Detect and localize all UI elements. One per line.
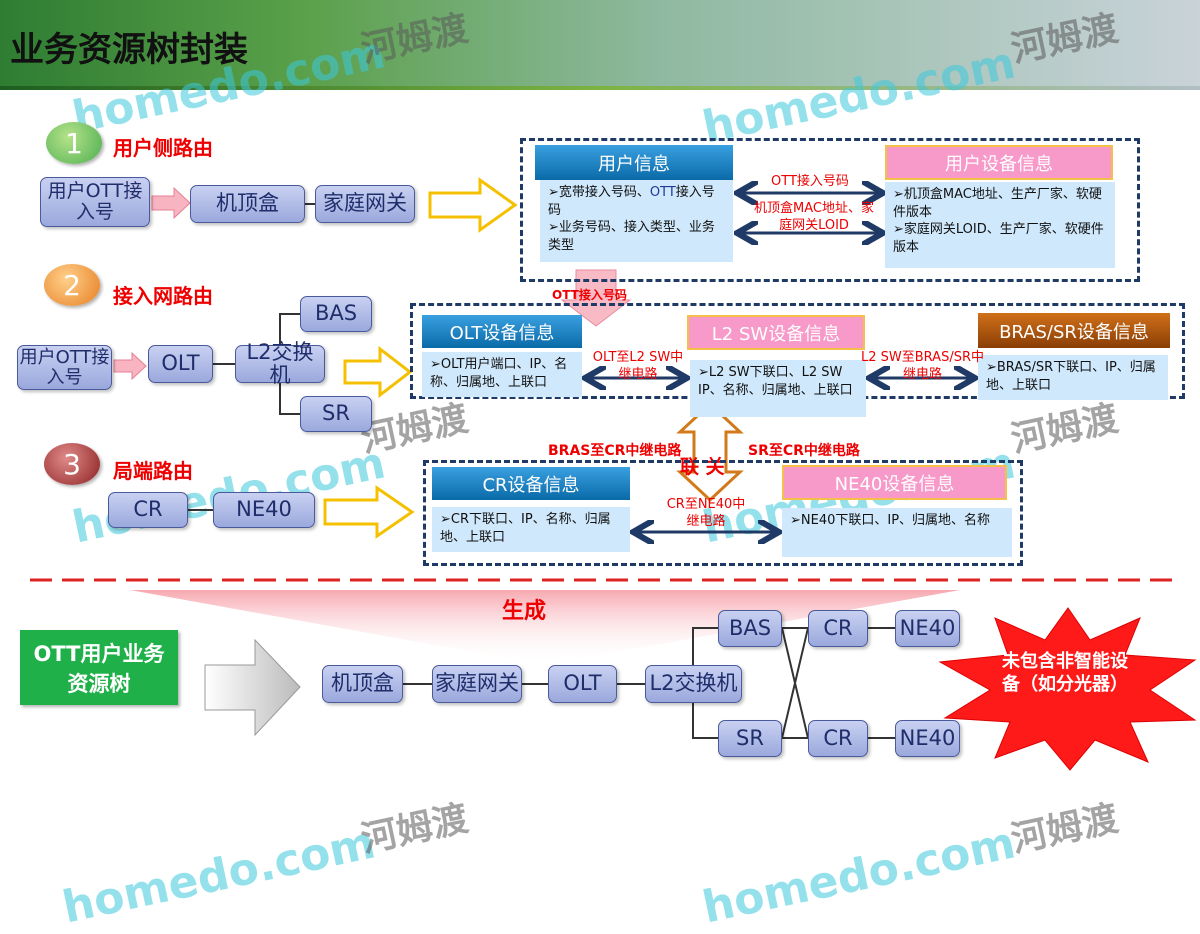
header-bar: [0, 0, 1200, 88]
yellow-hollow-arrow: [343, 345, 413, 399]
bras-sr-header: BRAS/SR设备信息: [978, 313, 1170, 348]
result-node-cr[interactable]: CR: [808, 720, 868, 757]
down-arrow-label: OTT接入号码: [552, 288, 627, 302]
core-info-group: [423, 460, 1023, 566]
ne40-header: NE40设备信息: [782, 465, 1007, 500]
ne40-body: ➢NE40下联口、IP、归属地、名称: [782, 508, 1012, 557]
user-info-ott: OTT: [649, 185, 676, 200]
bras-sr-body: ➢BRAS/SR下联口、IP、归属地、上联口: [978, 355, 1168, 400]
result-node-home-gateway[interactable]: 家庭网关: [432, 665, 522, 703]
step-3-badge: 3: [44, 443, 100, 485]
l2sw-body: ➢L2 SW下联口、L2 SW IP、名称、归属地、上联口: [690, 360, 866, 417]
olt-body: ➢OLT用户端口、IP、名称、归属地、上联口: [422, 352, 582, 397]
l2sw-header: L2 SW设备信息: [687, 315, 865, 350]
pink-down-arrow: [560, 269, 632, 327]
node-olt[interactable]: OLT: [148, 345, 213, 383]
result-node-stb[interactable]: 机顶盒: [322, 665, 403, 703]
node-user-ott[interactable]: 用户OTT接入号: [17, 345, 112, 390]
link-label: OTT接入号码: [771, 174, 849, 189]
user-info-header: 用户信息: [535, 145, 733, 180]
link-label: CR至NE40中继电路: [666, 497, 746, 529]
result-node-cr[interactable]: CR: [808, 610, 868, 647]
yellow-hollow-arrow: [323, 485, 415, 539]
result-node-l2-switch[interactable]: L2交换机: [645, 665, 742, 703]
node-cr[interactable]: CR: [108, 492, 188, 528]
page-title: 业务资源树封装: [10, 30, 248, 70]
step-3-label: 局端路由: [113, 459, 193, 483]
grey-big-arrow: [204, 638, 301, 737]
user-info-line: ➢宽带接入号码、: [548, 185, 650, 200]
pink-arrow: [113, 351, 147, 381]
node-stb[interactable]: 机顶盒: [190, 185, 305, 223]
link-label: OLT至L2 SW中继电路: [592, 350, 684, 382]
node-bas[interactable]: BAS: [300, 296, 372, 332]
device-line: ➢机顶盒MAC地址、生产厂家、软硬件版本: [893, 187, 1102, 220]
connector-layer: [30, 177, 1197, 771]
user-info-line: 接入号码: [548, 185, 715, 218]
pink-arrow: [151, 186, 191, 220]
result-label: OTT用户业务资源树: [20, 630, 178, 705]
node-ne40[interactable]: NE40: [213, 492, 315, 528]
result-node-sr[interactable]: SR: [718, 720, 782, 757]
node-sr[interactable]: SR: [300, 396, 372, 432]
generate-label: 生成: [502, 599, 547, 624]
result-node-ne40[interactable]: NE40: [895, 720, 960, 757]
node-l2-switch[interactable]: L2交换机: [235, 340, 325, 387]
cr-header: CR设备信息: [432, 467, 630, 500]
orange-double-arrow: [676, 401, 744, 503]
step-1-label: 用户侧路由: [113, 136, 213, 160]
device-line: ➢家庭网关LOID、生产厂家、软硬件版本: [893, 222, 1104, 255]
header-underline: [0, 86, 1200, 90]
user-side-info-group: [520, 138, 1140, 282]
result-node-olt[interactable]: OLT: [548, 665, 617, 703]
user-info-line: ➢业务号码、接入类型、业务类型: [548, 220, 715, 253]
olt-header: OLT设备信息: [422, 315, 582, 348]
step-1-badge: 1: [46, 122, 102, 164]
link-label: SR至CR中继电路: [748, 443, 860, 459]
generate-funnel: [130, 590, 960, 665]
step-2-label: 接入网路由: [113, 284, 213, 308]
link-label: L2 SW至BRAS/SR中继电路: [861, 350, 984, 382]
yellow-hollow-arrow: [428, 177, 518, 233]
result-node-bas[interactable]: BAS: [718, 610, 782, 647]
node-home-gateway[interactable]: 家庭网关: [315, 185, 415, 223]
user-device-header: 用户设备信息: [885, 145, 1113, 180]
result-node-ne40[interactable]: NE40: [895, 610, 960, 647]
node-user-ott[interactable]: 用户OTT接入号: [40, 177, 150, 227]
user-info-body: ➢宽带接入号码、OTT接入号码➢业务号码、接入类型、业务类型: [540, 180, 733, 262]
starburst: [938, 607, 1197, 771]
link-label: BRAS至CR中继电路: [548, 443, 682, 459]
step-2-badge: 2: [44, 264, 100, 306]
note-text: 未包含非智能设备（如分光器）: [1002, 651, 1128, 696]
user-device-body: ➢机顶盒MAC地址、生产厂家、软硬件版本➢家庭网关LOID、生产厂家、软硬件版本: [885, 182, 1115, 268]
link-label: 机顶盒MAC地址、家庭网关LOID: [754, 201, 874, 233]
cr-body: ➢CR下联口、IP、名称、归属地、上联口: [432, 507, 630, 552]
